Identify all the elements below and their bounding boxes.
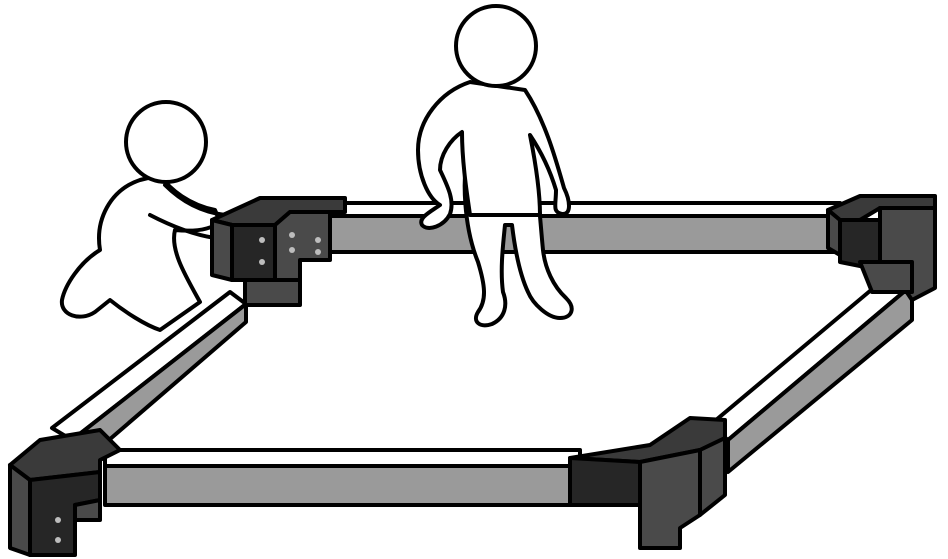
front-bar — [103, 448, 582, 507]
corner-bracket-front-right — [568, 416, 727, 550]
person-kneeling — [59, 100, 227, 332]
back-bar — [328, 201, 842, 254]
right-bar — [708, 268, 914, 474]
corner-bracket-front-left — [8, 428, 122, 557]
corner-bracket-back-left — [210, 196, 347, 307]
corner-bracket-back-right — [826, 194, 937, 302]
person-standing — [416, 4, 574, 328]
